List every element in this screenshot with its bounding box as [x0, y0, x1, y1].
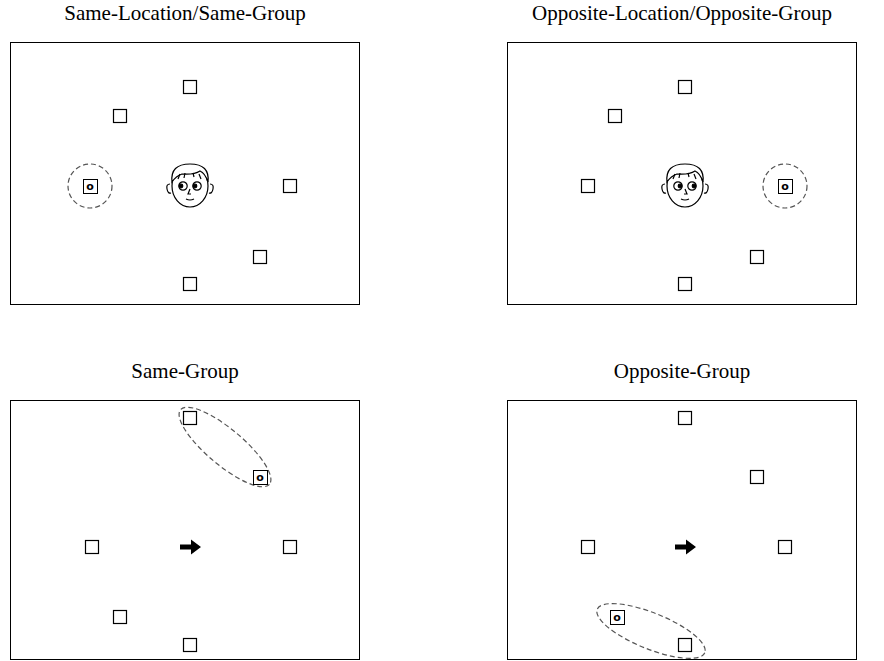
empty-square — [114, 611, 127, 624]
ear — [209, 184, 213, 193]
target-letter: o — [256, 472, 264, 483]
target-box: o — [610, 610, 625, 625]
empty-square — [582, 180, 595, 193]
pupil — [179, 184, 183, 188]
target-box: o — [253, 470, 268, 485]
eye — [674, 182, 682, 190]
nose — [684, 189, 687, 194]
eye — [688, 182, 696, 190]
face-cue — [662, 164, 708, 207]
target-box: o — [83, 179, 98, 194]
display-panel: Same-Location/Same-Groupo — [10, 42, 360, 305]
arrow-cue — [675, 540, 696, 555]
dashed-ellipse — [590, 593, 711, 661]
empty-square — [609, 110, 622, 123]
hair-strands — [673, 173, 696, 179]
empty-square — [184, 639, 197, 652]
display-panel: Opposite-Location/Opposite-Groupo — [507, 42, 857, 305]
display-panel: Same-Groupo — [10, 400, 360, 660]
hair — [172, 164, 208, 182]
pupil — [678, 184, 682, 188]
display-panel: Opposite-Groupo — [507, 400, 857, 660]
target-box: o — [778, 179, 793, 194]
eye — [193, 182, 201, 190]
empty-square — [779, 541, 792, 554]
dashed-outlines — [68, 164, 807, 661]
empty-square — [184, 412, 197, 425]
empty-square — [679, 639, 692, 652]
empty-square — [751, 251, 764, 264]
empty-squares — [86, 81, 792, 652]
empty-square — [254, 251, 267, 264]
arrow-cues — [180, 540, 696, 555]
empty-square — [679, 81, 692, 94]
nose — [188, 189, 191, 194]
ear — [167, 184, 171, 193]
pupil — [193, 184, 197, 188]
empty-square — [679, 278, 692, 291]
empty-square — [284, 541, 297, 554]
hair — [667, 164, 703, 182]
hair-strands — [178, 173, 201, 179]
empty-square — [284, 180, 297, 193]
empty-square — [86, 541, 99, 554]
empty-square — [582, 541, 595, 554]
ear — [662, 184, 666, 193]
mouth — [681, 199, 689, 200]
empty-square — [184, 278, 197, 291]
dashed-ellipse — [169, 396, 281, 498]
panel-heading: Same-Group — [131, 359, 238, 384]
head — [172, 165, 208, 207]
ear — [704, 184, 708, 193]
arrow-cue — [180, 540, 201, 555]
panel-heading: Opposite-Location/Opposite-Group — [532, 1, 832, 26]
target-letter: o — [86, 181, 94, 192]
panel-heading: Opposite-Group — [614, 359, 750, 384]
empty-square — [679, 412, 692, 425]
empty-square — [114, 110, 127, 123]
empty-square — [751, 471, 764, 484]
target-letter: o — [613, 612, 621, 623]
mouth — [186, 199, 194, 200]
dashed-circle — [68, 164, 112, 208]
panel-heading: Same-Location/Same-Group — [64, 1, 305, 26]
eye — [179, 182, 187, 190]
face-cue — [167, 164, 213, 207]
head — [667, 165, 703, 207]
pupil — [692, 184, 696, 188]
empty-square — [184, 81, 197, 94]
target-letter: o — [781, 181, 789, 192]
dashed-circle — [763, 164, 807, 208]
